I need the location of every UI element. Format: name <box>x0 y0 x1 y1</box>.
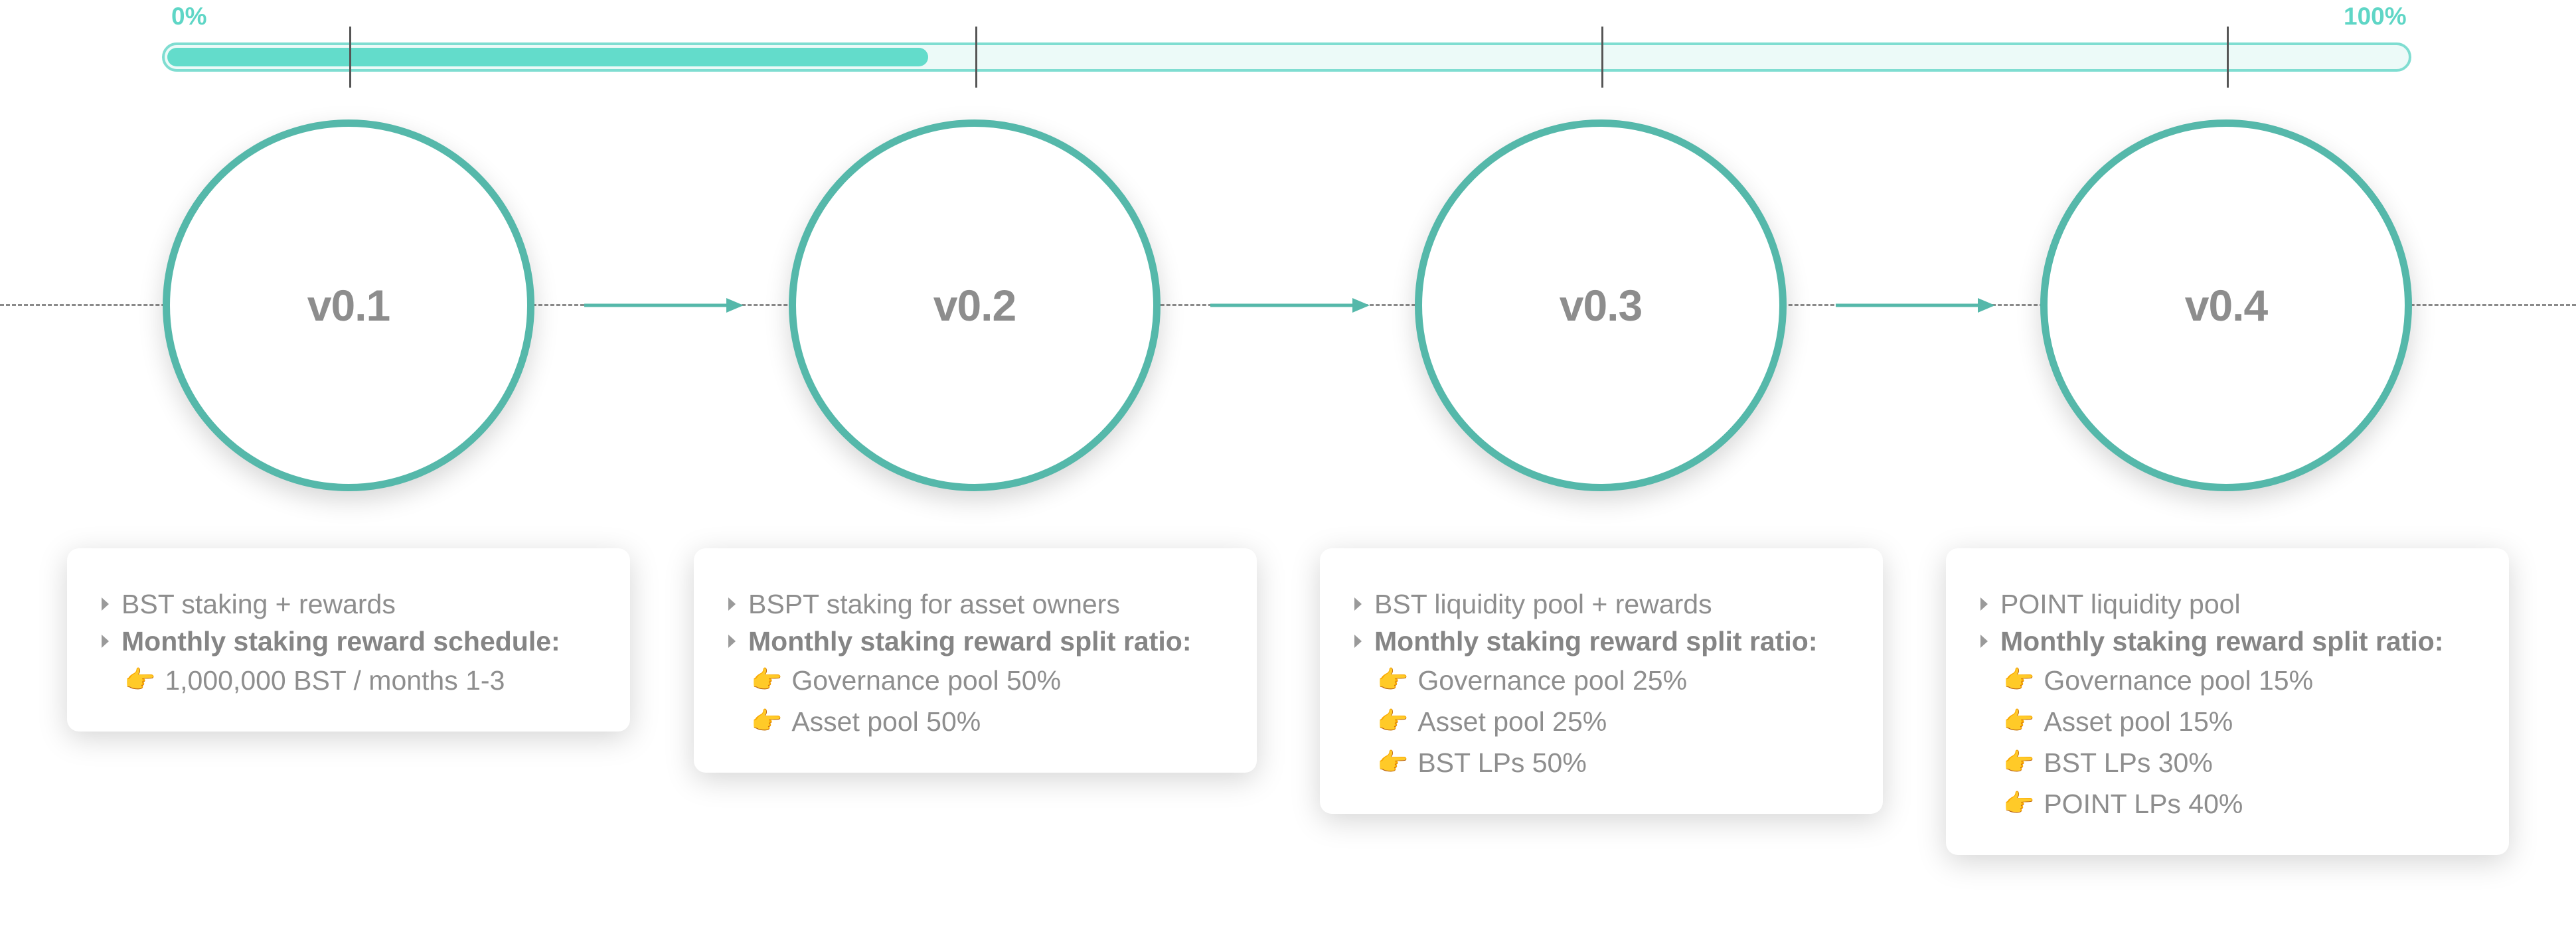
subitem-text: POINT LPs 40% <box>2044 788 2243 819</box>
card-bullet: Monthly staking reward schedule: <box>102 623 604 660</box>
pointing-hand-icon: 👉 <box>751 708 783 735</box>
progress-start-label: 0% <box>171 3 207 30</box>
caret-right-icon <box>1980 597 1988 611</box>
card-bullet: Monthly staking reward split ratio: <box>1980 623 2482 660</box>
subitem-text: BST LPs 30% <box>2044 747 2213 778</box>
card-bullet: BSPT staking for asset owners <box>728 585 1230 623</box>
card-subitem: 👉 1,000,000 BST / months 1-3 <box>102 660 604 701</box>
bullet-text: Monthly staking reward split ratio: <box>1374 625 1818 657</box>
milestone-tick <box>975 27 977 88</box>
card-subitem: 👉 POINT LPs 40% <box>1980 783 2482 824</box>
pointing-hand-icon: 👉 <box>124 666 156 694</box>
subitem-text: 1,000,000 BST / months 1-3 <box>165 664 505 696</box>
bullet-text: Monthly staking reward schedule: <box>121 625 560 657</box>
caret-right-icon <box>728 635 736 648</box>
subitem-text: Asset pool 15% <box>2044 706 2233 737</box>
version-circle-v0-2: v0.2 <box>789 119 1161 491</box>
version-card-v0-1: BST staking + rewards Monthly staking re… <box>67 548 630 732</box>
pointing-hand-icon: 👉 <box>2003 666 2035 694</box>
pointing-hand-icon: 👉 <box>1377 708 1409 735</box>
version-label: v0.1 <box>307 281 390 330</box>
version-label: v0.3 <box>1559 281 1643 330</box>
pointing-hand-icon: 👉 <box>2003 790 2035 818</box>
version-card-v0-2: BSPT staking for asset owners Monthly st… <box>694 548 1257 773</box>
progress-end-label: 100% <box>2344 3 2407 30</box>
card-bullet: Monthly staking reward split ratio: <box>728 623 1230 660</box>
caret-right-icon <box>1354 597 1362 611</box>
bullet-text: BST staking + rewards <box>121 588 396 619</box>
version-circle-v0-4: v0.4 <box>2040 119 2412 491</box>
version-label: v0.2 <box>933 281 1016 330</box>
subitem-text: BST LPs 50% <box>1417 747 1587 778</box>
caret-right-icon <box>102 635 109 648</box>
subitem-text: Asset pool 50% <box>791 706 981 737</box>
subitem-text: Asset pool 25% <box>1417 706 1607 737</box>
version-label: v0.4 <box>2184 281 2268 330</box>
card-subitem: 👉 Governance pool 50% <box>728 660 1230 701</box>
bullet-text: Monthly staking reward split ratio: <box>748 625 1192 657</box>
bullet-text: Monthly staking reward split ratio: <box>2000 625 2444 657</box>
card-subitem: 👉 BST LPs 50% <box>1354 742 1856 783</box>
card-bullet: BST staking + rewards <box>102 585 604 623</box>
pointing-hand-icon: 👉 <box>751 666 783 694</box>
subitem-text: Governance pool 50% <box>791 664 1062 696</box>
card-subitem: 👉 Asset pool 50% <box>728 701 1230 742</box>
version-card-v0-4: POINT liquidity pool Monthly staking rew… <box>1946 548 2509 855</box>
bullet-text: POINT liquidity pool <box>2000 588 2241 619</box>
version-card-v0-3: BST liquidity pool + rewards Monthly sta… <box>1320 548 1883 814</box>
caret-right-icon <box>728 597 736 611</box>
pointing-hand-icon: 👉 <box>1377 666 1409 694</box>
pointing-hand-icon: 👉 <box>1377 749 1409 777</box>
subitem-text: Governance pool 15% <box>2044 664 2314 696</box>
pointing-hand-icon: 👉 <box>2003 749 2035 777</box>
milestone-tick <box>1601 27 1603 88</box>
arrow-right-icon <box>1836 298 1995 313</box>
card-bullet: BST liquidity pool + rewards <box>1354 585 1856 623</box>
version-circle-v0-3: v0.3 <box>1415 119 1787 491</box>
bullet-text: BST liquidity pool + rewards <box>1374 588 1712 619</box>
caret-right-icon <box>1980 635 1988 648</box>
card-subitem: 👉 Asset pool 15% <box>1980 701 2482 742</box>
card-bullet: Monthly staking reward split ratio: <box>1354 623 1856 660</box>
progress-bar <box>162 42 2411 72</box>
bullet-text: BSPT staking for asset owners <box>748 588 1120 619</box>
card-subitem: 👉 Governance pool 15% <box>1980 660 2482 701</box>
card-subitem: 👉 Governance pool 25% <box>1354 660 1856 701</box>
card-subitem: 👉 BST LPs 30% <box>1980 742 2482 783</box>
caret-right-icon <box>102 597 109 611</box>
caret-right-icon <box>1354 635 1362 648</box>
arrow-right-icon <box>1210 298 1370 313</box>
subitem-text: Governance pool 25% <box>1417 664 1688 696</box>
version-circle-v0-1: v0.1 <box>163 119 534 491</box>
arrow-right-icon <box>584 298 744 313</box>
card-bullet: POINT liquidity pool <box>1980 585 2482 623</box>
milestone-tick <box>349 27 351 88</box>
milestone-tick <box>2227 27 2229 88</box>
card-subitem: 👉 Asset pool 25% <box>1354 701 1856 742</box>
pointing-hand-icon: 👉 <box>2003 708 2035 735</box>
progress-fill <box>167 48 928 66</box>
